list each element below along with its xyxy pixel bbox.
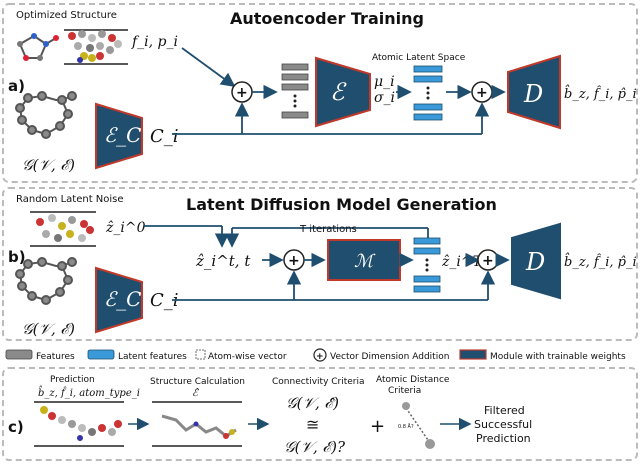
surface-structure-a (64, 29, 128, 65)
legend-latent-features: Latent features (118, 352, 187, 362)
legend-features: Features (36, 352, 75, 362)
panel-b-label: b) (8, 248, 26, 266)
panel-a-title: Autoencoder Training (230, 9, 424, 28)
output-b: b̂_z, f̂_i, p̂_i (564, 252, 637, 270)
zt-label: ẑ_i^t, t (195, 252, 251, 270)
arrow-features-to-add (181, 47, 236, 88)
encoder-e-symbol: ℰ (330, 78, 347, 106)
c-i-label-b: C_i (150, 290, 179, 311)
legend-atom-wise: Atom-wise vector (208, 352, 287, 362)
output-a: b̂_z, f̂_i, p̂_i (564, 84, 637, 102)
encoder-c-a (95, 102, 143, 170)
latent-stack-b (413, 237, 441, 293)
conn-line2: ≅ (306, 415, 319, 434)
plus-symbol: + (370, 416, 385, 437)
t-iterations-label: T iterations (299, 224, 357, 235)
graph-b-icon (15, 257, 77, 305)
noise-structure (30, 211, 96, 247)
random-noise-label: Random Latent Noise (16, 194, 124, 205)
conn-line1: 𝒢(𝒱, ℰ̂) (286, 394, 339, 412)
c-i-label-a: C_i (150, 126, 179, 147)
latent-stack-a (413, 65, 443, 121)
decoder-a-symbol: D (523, 80, 543, 108)
panel-b-border (2, 187, 638, 341)
legend: Features Latent features Atom-wise vecto… (5, 348, 626, 362)
criteria-label: Criteria (388, 386, 421, 396)
prediction-structure (34, 401, 124, 447)
latent-sigma: σ_i (374, 90, 395, 106)
encoder-c-b (95, 266, 143, 334)
add-node-a1-plus: + (236, 85, 248, 101)
model-m-symbol: ℳ (354, 251, 376, 272)
successful-label: Successful (474, 418, 532, 431)
z0-label: ẑ_i^0 (105, 219, 146, 236)
encoder-c-a-symbol: ℰ_C (104, 123, 141, 147)
add-node-b2-plus: + (482, 253, 494, 269)
panel-a-label: a) (8, 77, 25, 95)
prediction-out-label: Prediction (476, 432, 531, 445)
diffusion-model-m (327, 239, 401, 281)
legend-plus-icon: + (316, 352, 324, 362)
legend-vector-addition: Vector Dimension Addition (330, 352, 449, 362)
structure-calc-label: Structure Calculation (150, 377, 245, 387)
atom-2-icon (425, 439, 435, 449)
atom-1-icon (402, 402, 410, 410)
feature-stack-a (281, 63, 309, 119)
features-input-label: f_i, p_i (131, 34, 178, 50)
encoder-e (315, 56, 371, 128)
encoder-c-b-symbol: ℰ_C (104, 287, 141, 311)
optimized-structure-label: Optimized Structure (16, 10, 117, 21)
filtered-label: Filtered (484, 404, 525, 417)
graph-a-label: 𝒢(𝒱, ℰ) (22, 156, 75, 174)
panel-a-border (2, 3, 638, 183)
decoder-b-symbol: D (525, 248, 545, 276)
connectivity-label: Connectivity Criteria (272, 377, 365, 387)
add-node-b1-plus: + (288, 253, 300, 269)
decoder-b (511, 222, 561, 300)
prediction-sub: b̂_z, f̂_i, atom_type_i (38, 386, 140, 399)
graph-a-icon (15, 91, 77, 139)
latent-mu: μ_i (374, 74, 395, 90)
graph-b-label: 𝒢(𝒱, ℰ) (22, 320, 75, 338)
structure-calc-image (152, 401, 242, 447)
legend-trainable: Module with trainable weights (490, 352, 626, 362)
distance-line (405, 407, 429, 441)
add-node-a2-plus: + (476, 85, 488, 101)
small-molecule-icon (17, 33, 59, 61)
conn-line3: 𝒢(𝒱, ℰ)? (284, 438, 346, 456)
distance-value: 0.8 Å? (398, 423, 414, 430)
panel-c-border (2, 367, 638, 461)
panel-c-label: c) (8, 418, 24, 436)
structure-calc-sub: ℰ̂ (192, 388, 199, 399)
zT-label: ẑ_i^T (441, 253, 484, 270)
decoder-a (507, 54, 561, 130)
atomic-latent-space-label: Atomic Latent Space (372, 53, 466, 63)
prediction-label: Prediction (50, 375, 95, 385)
atomic-distance-label: Atomic Distance (376, 375, 450, 385)
panel-b-title: Latent Diffusion Model Generation (186, 195, 497, 214)
